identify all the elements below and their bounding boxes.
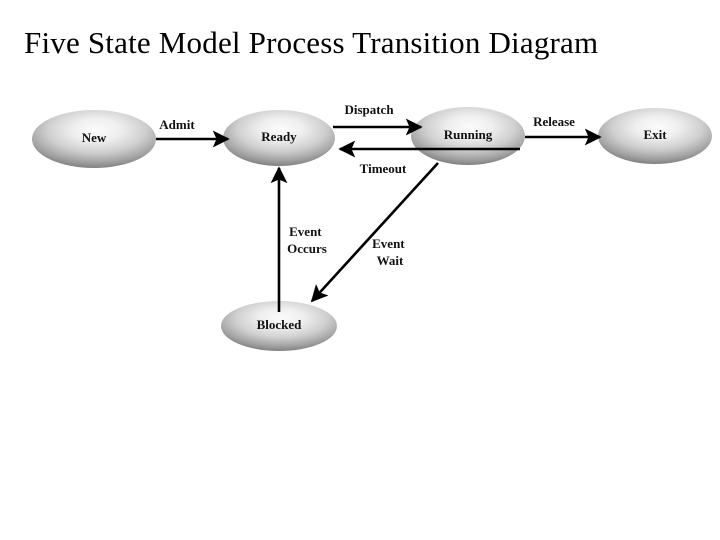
state-label-ready: Ready xyxy=(261,129,297,144)
transition-label-event-wait-line2: Wait xyxy=(377,253,404,268)
state-node-running[interactable]: Running xyxy=(411,107,525,165)
state-label-exit: Exit xyxy=(643,127,667,142)
state-node-exit[interactable]: Exit xyxy=(598,108,712,164)
state-node-blocked[interactable]: Blocked xyxy=(221,301,337,351)
state-node-new[interactable]: New xyxy=(32,110,156,168)
transition-label-event-wait: Event Wait xyxy=(372,236,408,268)
state-ellipse-blocked xyxy=(221,301,337,351)
state-ellipse-running xyxy=(411,107,525,165)
transition-label-admit: Admit xyxy=(159,117,195,132)
state-label-blocked: Blocked xyxy=(257,317,303,332)
transition-label-event-occurs: Event Occurs xyxy=(287,224,327,256)
transition-arrow-event-wait xyxy=(310,162,439,303)
transition-label-event-occurs-line2: Occurs xyxy=(287,241,327,256)
transition-label-dispatch: Dispatch xyxy=(344,102,394,117)
state-label-new: New xyxy=(82,130,107,145)
state-node-ready[interactable]: Ready xyxy=(223,110,335,166)
transition-label-event-wait-line1: Event xyxy=(372,236,405,251)
state-ellipse-ready xyxy=(223,110,335,166)
transition-label-timeout: Timeout xyxy=(360,161,407,176)
state-ellipse-new xyxy=(32,110,156,168)
state-label-running: Running xyxy=(444,127,493,142)
page-title: Five State Model Process Transition Diag… xyxy=(24,25,599,60)
state-ellipse-exit xyxy=(598,108,712,164)
transition-label-event-occurs-line1: Event xyxy=(289,224,322,239)
transition-label-release: Release xyxy=(533,114,575,129)
